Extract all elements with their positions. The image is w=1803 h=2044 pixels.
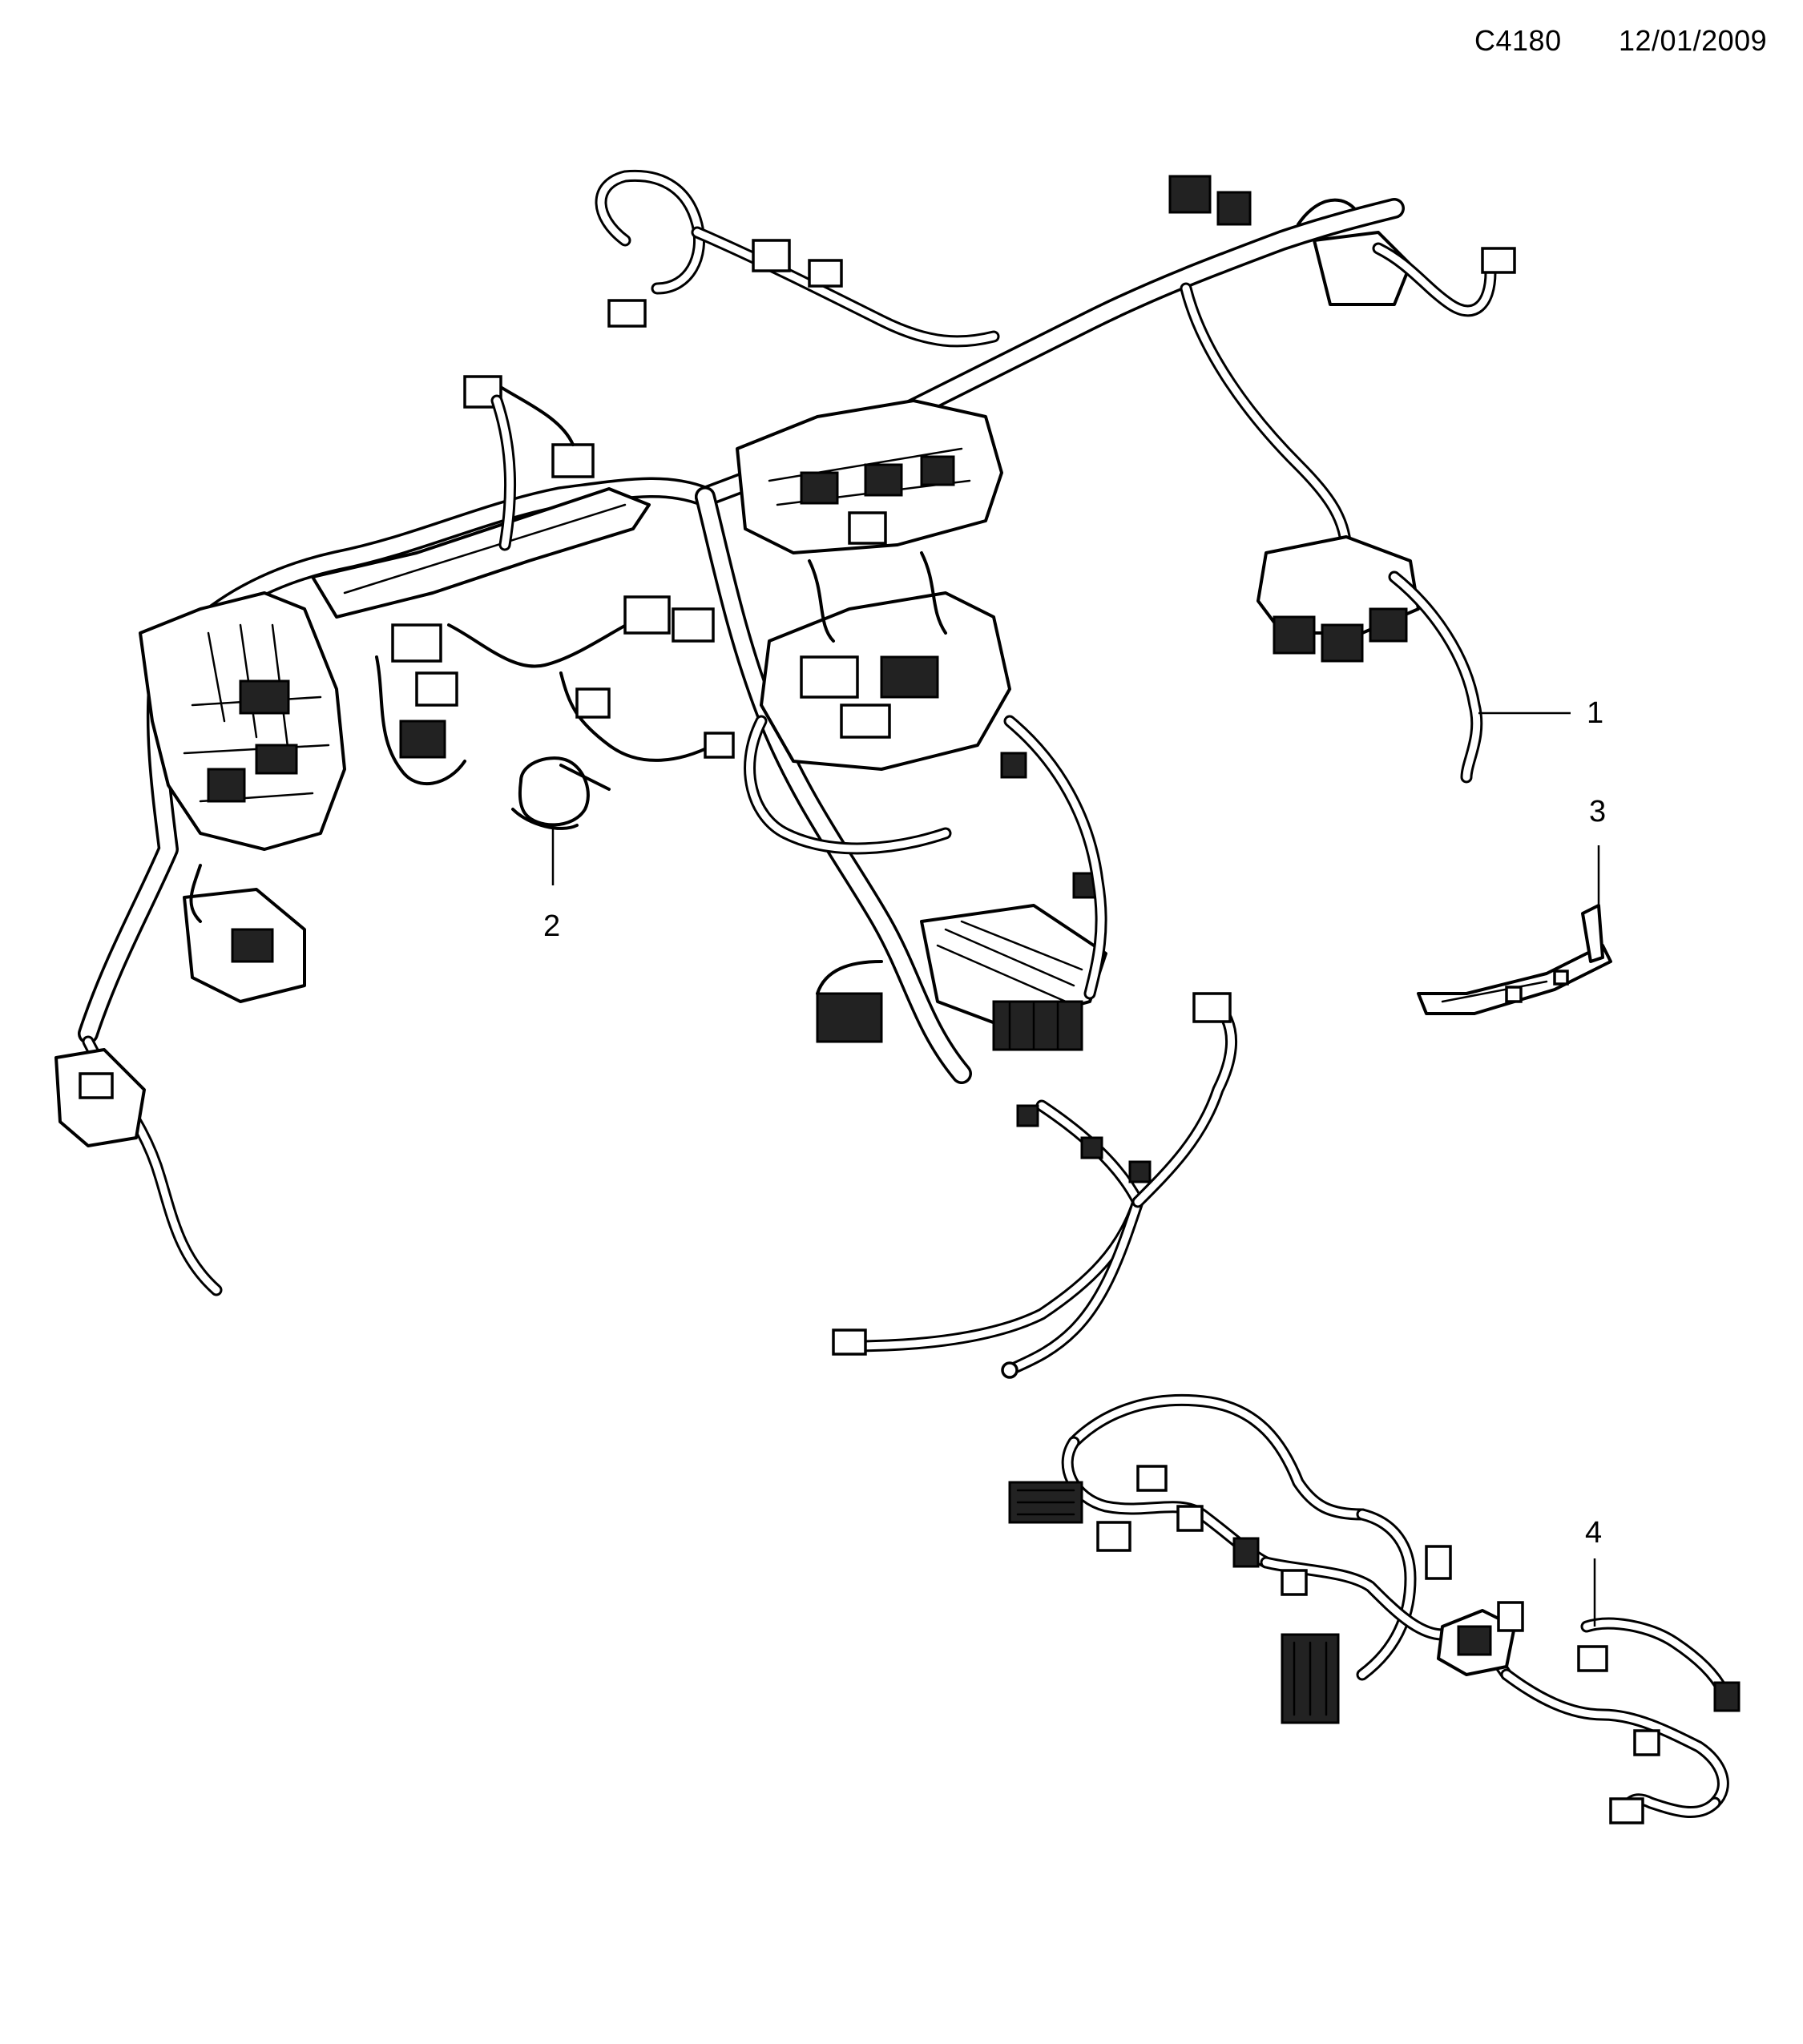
clip-part-2	[511, 756, 611, 830]
callout-4: 4	[1585, 1516, 1602, 1627]
callout-1: 1	[1478, 696, 1603, 730]
callout-2: 2	[543, 825, 560, 943]
callout-4-number: 4	[1585, 1516, 1602, 1550]
callout-1-number: 1	[1587, 696, 1603, 730]
diagram-date: 12/01/2009	[1619, 24, 1768, 57]
diagram-code: C4180	[1474, 24, 1562, 57]
main-harness-part-1	[54, 169, 1516, 1379]
bracket-part-3	[1417, 904, 1612, 1015]
callout-3: 3	[1589, 795, 1606, 909]
callout-3-number: 3	[1589, 795, 1606, 828]
lower-harness-part-4	[1008, 1394, 1740, 1824]
callout-2-number: 2	[543, 909, 560, 943]
